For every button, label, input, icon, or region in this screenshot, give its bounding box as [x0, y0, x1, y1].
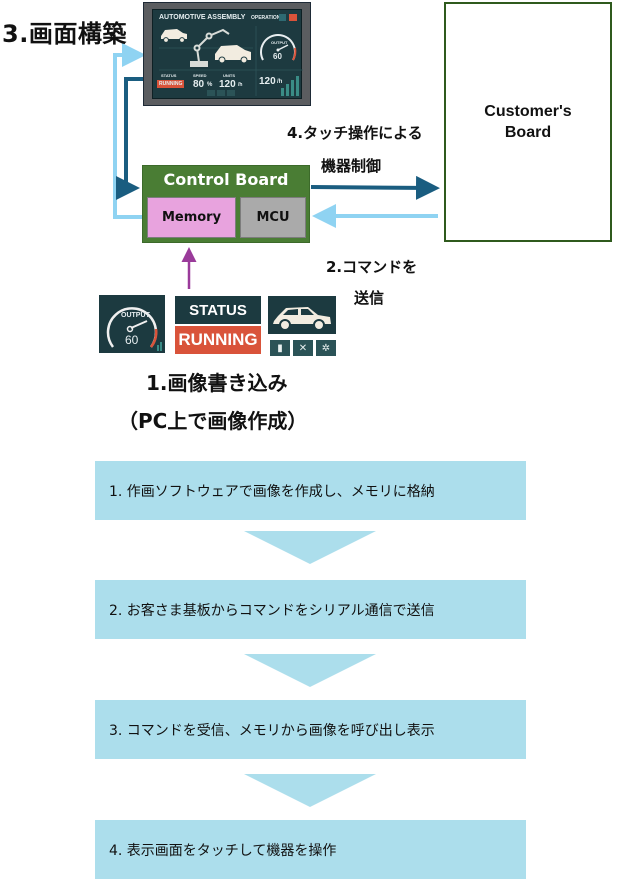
- hmi-gauge-label: OUTPUT: [271, 40, 288, 45]
- hmi-speed-unit: %: [207, 82, 213, 88]
- pause-icon: [279, 14, 286, 21]
- mcu-block: MCU: [240, 197, 306, 238]
- section-1-subtitle: （PC上で画像作成）: [118, 409, 308, 433]
- tools-icon: ✕: [293, 340, 313, 356]
- hmi-units-label: UNITS: [223, 73, 235, 78]
- hmi-gauge-value: 60: [273, 52, 282, 61]
- gear-icon: ✲: [316, 340, 336, 356]
- arrow-4-label-line1: 4.タッチ操作による: [287, 124, 423, 142]
- signal-bars-icon: ▮: [270, 340, 290, 356]
- hmi-title: AUTOMOTIVE ASSEMBLY: [159, 14, 246, 21]
- customer-board-label-line2: Board: [504, 124, 552, 141]
- gauge-widget-label: OUTPUT: [121, 312, 150, 319]
- hmi-speed-label: SPEED: [193, 73, 207, 78]
- section-3-title: 3.画面構築: [2, 20, 127, 48]
- gauge-widget: OUTPUT 60: [99, 295, 165, 353]
- hmi-gear-icon: [227, 90, 235, 96]
- hmi-signal-icon: [207, 90, 215, 96]
- arrow-4-label-line2: 機器制御: [321, 157, 382, 175]
- gauge-widget-value: 60: [125, 333, 139, 347]
- flow-step-2: 2. お客さま基板からコマンドをシリアル通信で送信: [95, 580, 526, 639]
- car-icon: [161, 29, 187, 43]
- hmi-units-unit: /h: [238, 82, 243, 88]
- hmi-tools-icon: [217, 90, 225, 96]
- car-icon: [273, 307, 331, 331]
- flow-arrow-down-1: [244, 531, 376, 564]
- hmi-units-value: 120: [219, 79, 236, 90]
- arrow-2-label-line2: 送信: [354, 289, 385, 307]
- car-large-icon: [215, 45, 251, 64]
- hmi-display: AUTOMOTIVE ASSEMBLY OPERATION: [152, 9, 303, 99]
- arrow-control-to-customer: [310, 175, 440, 200]
- gauge-icon: [106, 307, 162, 351]
- hmi-screen: AUTOMOTIVE ASSEMBLY OPERATION: [143, 2, 311, 106]
- customer-board: Customer's Board: [444, 2, 612, 242]
- flow-step-4: 4. 表示画面をタッチして機器を操作: [95, 820, 526, 879]
- hmi-rate-unit: /h: [277, 79, 283, 85]
- arrow-memory-to-screen: [113, 43, 146, 219]
- status-widget-label: STATUS: [175, 296, 261, 324]
- section-1-title: 1.画像書き込み: [146, 371, 288, 395]
- control-board: Control Board Memory MCU: [142, 165, 310, 243]
- customer-board-label: Customer's Board: [484, 101, 571, 143]
- hmi-rate-value: 120: [259, 76, 276, 87]
- flow-arrow-down-3: [244, 774, 376, 807]
- output-gauge: [260, 34, 297, 61]
- hmi-status-value: RUNNING: [157, 80, 185, 88]
- arrow-screen-to-control: [116, 77, 150, 200]
- flow-arrow-down-2: [244, 654, 376, 687]
- stop-icon: [289, 14, 297, 21]
- hmi-status-label: STATUS: [161, 73, 177, 78]
- bar-graph-icon: [281, 76, 299, 96]
- robot-arm-icon: [190, 28, 230, 67]
- car-widget: [268, 296, 336, 334]
- hmi-speed-value: 80: [193, 79, 205, 90]
- arrow-2-label-line1: 2.コマンドを: [326, 258, 418, 276]
- flow-step-1: 1. 作画ソフトウェアで画像を作成し、メモリに格納: [95, 461, 526, 520]
- status-widget-value: RUNNING: [175, 326, 261, 354]
- flow-step-3: 3. コマンドを受信、メモリから画像を呼び出し表示: [95, 700, 526, 759]
- hmi-operation-label: OPERATION: [251, 15, 281, 21]
- hmi-graphics: [159, 26, 303, 96]
- control-board-label: Control Board: [163, 170, 289, 189]
- customer-board-label-line1: Customer's: [484, 103, 572, 120]
- memory-block: Memory: [147, 197, 236, 238]
